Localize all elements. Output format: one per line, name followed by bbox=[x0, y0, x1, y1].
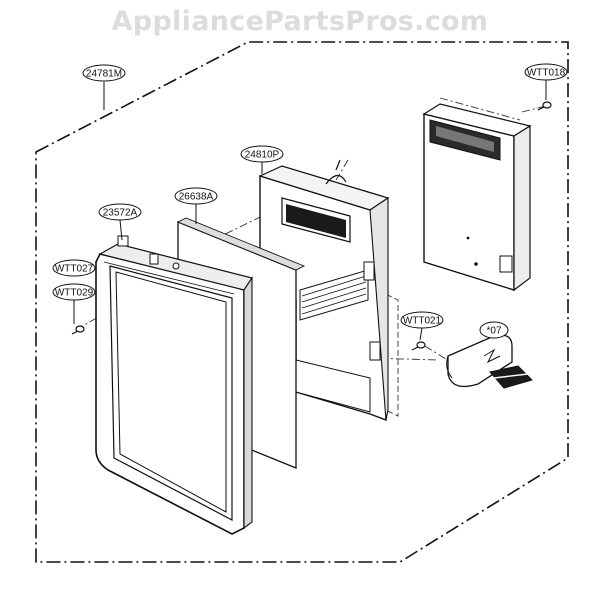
part-label-07: *07 bbox=[479, 321, 509, 339]
leader-lines bbox=[73, 80, 547, 341]
screw-wtt018 bbox=[537, 101, 552, 111]
svg-text:26638A: 26638A bbox=[179, 192, 214, 203]
part-label-24781m: 24781M bbox=[82, 64, 126, 82]
part-label-23572a: 23572A bbox=[98, 203, 142, 221]
svg-text:WTT029: WTT029 bbox=[55, 288, 94, 299]
svg-text:24810P: 24810P bbox=[245, 150, 280, 161]
svg-text:24781M: 24781M bbox=[86, 69, 122, 80]
watermark: AppliancePartsPros.com bbox=[111, 6, 489, 37]
svg-text:WTT018: WTT018 bbox=[527, 68, 566, 79]
part-label-wtt018: WTT018 bbox=[524, 63, 568, 81]
control-pcb bbox=[422, 103, 532, 292]
part-label-24810p: 24810P bbox=[240, 145, 284, 163]
part-label-26638a: 26638A bbox=[174, 187, 218, 205]
svg-text:23572A: 23572A bbox=[103, 208, 138, 219]
svg-text:WTT021: WTT021 bbox=[403, 316, 442, 327]
pcb-bracket bbox=[258, 159, 390, 422]
svg-text:*07: *07 bbox=[486, 326, 501, 337]
part-label-wtt021: WTT021 bbox=[400, 311, 444, 329]
front-frame bbox=[95, 235, 253, 535]
part-label-wtt029: WTT029 bbox=[52, 283, 96, 301]
part-label-wtt027: WTT027 bbox=[52, 259, 96, 277]
screw-wtt021 bbox=[411, 341, 426, 351]
wire-harness-connector bbox=[446, 334, 533, 389]
assembly-boundary bbox=[35, 41, 569, 563]
screw-wtt027 bbox=[71, 325, 85, 335]
svg-text:WTT027: WTT027 bbox=[55, 264, 94, 275]
